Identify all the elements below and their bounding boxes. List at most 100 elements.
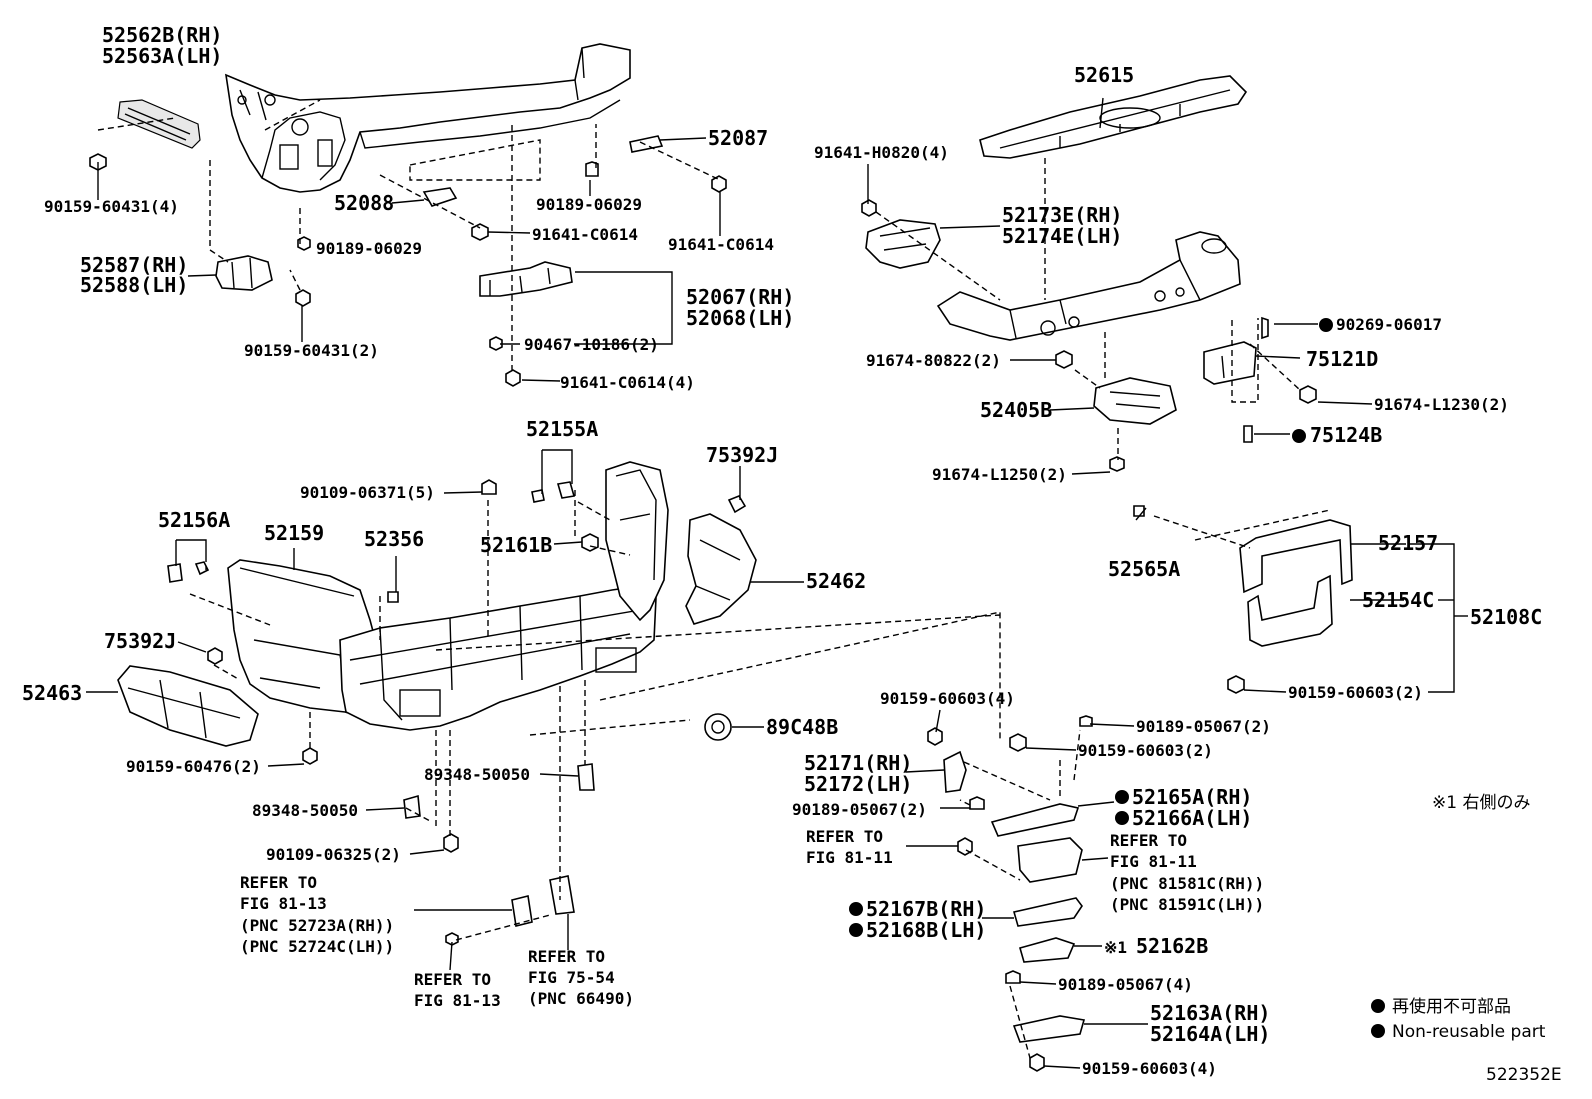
label-52563a: 52563A(LH) xyxy=(102,44,222,68)
label-note1-mark: ※1 xyxy=(1104,938,1127,957)
label-91674-80822: 91674-80822(2) xyxy=(866,351,1001,370)
legend-text-ja: 再使用不可部品 xyxy=(1392,996,1511,1017)
label-refer-75-54-1: REFER TO xyxy=(528,947,605,966)
label-52615: 52615 xyxy=(1074,63,1134,87)
label-52172: 52172(LH) xyxy=(804,772,912,796)
label-refer-81-13-b1: REFER TO xyxy=(414,970,491,989)
label-91641-c0614-a: 91641-C0614 xyxy=(532,225,638,244)
label-90189-05067-4: 90189-05067(4) xyxy=(1058,975,1193,994)
label-90189-06029-b: 90189-06029 xyxy=(536,195,642,214)
label-refer-81-11-b2: FIG 81-11 xyxy=(1110,852,1197,871)
bumper-body-drawing xyxy=(339,461,669,731)
label-90159-60603-2-a: 90159-60603(2) xyxy=(1288,683,1423,702)
label-refer-81-13-b2: FIG 81-13 xyxy=(414,991,501,1010)
label-52462: 52462 xyxy=(806,569,866,593)
label-89348-50050-a: 89348-50050 xyxy=(424,765,530,784)
label-pnc-66490: (PNC 66490) xyxy=(528,989,634,1008)
label-75121d: 75121D xyxy=(1306,347,1378,371)
label-90109-06325: 90109-06325(2) xyxy=(266,845,401,864)
label-refer-81-11-a1: REFER TO xyxy=(806,827,883,846)
label-91674-l1230: 91674-L1230(2) xyxy=(1374,395,1509,414)
label-52565a: 52565A xyxy=(1108,557,1180,581)
part-89c48b-drawing xyxy=(704,713,732,741)
label-91674-l1250: 91674-L1250(2) xyxy=(932,465,1067,484)
non-reusable-markers xyxy=(849,318,1385,1038)
part-52067-drawing xyxy=(479,261,573,297)
dot-52166a xyxy=(1115,811,1129,825)
label-52067: 52067(RH) xyxy=(686,285,794,309)
label-pnc-52723a: (PNC 52723A(RH)) xyxy=(240,916,394,935)
label-52588: 52588(LH) xyxy=(80,273,188,297)
label-90159-60603-4-a: 90159-60603(4) xyxy=(880,689,1015,708)
label-refer-81-13-a2: FIG 81-13 xyxy=(240,894,327,913)
label-90159-60431-2: 90159-60431(2) xyxy=(244,341,379,360)
corner-pieces-drawing xyxy=(117,513,757,747)
label-91641-h0820: 91641-H0820(4) xyxy=(814,143,949,162)
label-52165a: 52165A(RH) xyxy=(1132,785,1252,809)
label-pnc-81591c: (PNC 81591C(LH)) xyxy=(1110,895,1264,914)
lower-bracket-drawings xyxy=(943,750,1086,1043)
lower-left-small-parts xyxy=(167,481,1145,927)
label-90189-05067-2-a: 90189-05067(2) xyxy=(1136,717,1271,736)
dot-52165a xyxy=(1115,790,1129,804)
label-refer-81-13-a1: REFER TO xyxy=(240,873,317,892)
label-pnc-81581c: (PNC 81581C(RH)) xyxy=(1110,874,1264,893)
label-52163a: 52163A(RH) xyxy=(1150,1001,1270,1025)
label-refer-81-11-b1: REFER TO xyxy=(1110,831,1187,850)
part-52615-drawing xyxy=(979,75,1248,159)
part-52405b-drawing xyxy=(936,231,1241,425)
label-52156a: 52156A xyxy=(158,508,230,532)
label-52166a: 52166A(LH) xyxy=(1132,806,1252,830)
label-refer-75-54-2: FIG 75-54 xyxy=(528,968,615,987)
legend-dot-ja xyxy=(1371,999,1385,1013)
label-90159-60431-4: 90159-60431(4) xyxy=(44,197,179,216)
leader-lines xyxy=(86,97,1468,1069)
label-89c48b: 89C48B xyxy=(766,715,838,739)
dot-52168b xyxy=(849,923,863,937)
part-75121d-drawing xyxy=(1203,341,1257,385)
label-52155a: 52155A xyxy=(526,417,598,441)
label-75392j-b: 75392J xyxy=(104,629,176,653)
label-90467-10186: 90467-10186(2) xyxy=(524,335,659,354)
label-90109-06371: 90109-06371(5) xyxy=(300,483,435,502)
label-52356: 52356 xyxy=(364,527,424,551)
label-52174e: 52174E(LH) xyxy=(1002,224,1122,248)
label-52154c: 52154C xyxy=(1362,588,1434,612)
label-52108c: 52108C xyxy=(1470,605,1542,629)
label-90159-60603-2-b: 90159-60603(2) xyxy=(1078,741,1213,760)
label-52087: 52087 xyxy=(708,126,768,150)
legend-dot-en xyxy=(1371,1024,1385,1038)
label-52088: 52088 xyxy=(334,191,394,215)
label-52463: 52463 xyxy=(22,681,82,705)
label-90269-06017: 90269-06017 xyxy=(1336,315,1442,334)
label-52157: 52157 xyxy=(1378,531,1438,555)
label-52167b: 52167B(RH) xyxy=(866,897,986,921)
part-52173e-drawing xyxy=(865,219,941,269)
label-52405b: 52405B xyxy=(980,398,1052,422)
label-90189-05067-2-b: 90189-05067(2) xyxy=(792,800,927,819)
label-52159: 52159 xyxy=(264,521,324,545)
label-91641-c0614-4: 91641-C0614(4) xyxy=(560,373,695,392)
dot-75124b xyxy=(1292,429,1306,443)
label-91641-c0614-b: 91641-C0614 xyxy=(668,235,774,254)
part-52587-drawing xyxy=(215,255,273,291)
figure-code: 522352E xyxy=(1486,1065,1562,1085)
label-pnc-52724c: (PNC 52724C(LH)) xyxy=(240,937,394,956)
labels: 52562B(RH) 52563A(LH) 90159-60431(4) 520… xyxy=(22,23,1562,1085)
label-refer-81-11-a2: FIG 81-11 xyxy=(806,848,893,867)
label-89348-50050-b: 89348-50050 xyxy=(252,801,358,820)
hitch-cover-drawing xyxy=(1239,519,1353,647)
label-52168b: 52168B(LH) xyxy=(866,918,986,942)
label-52587: 52587(RH) xyxy=(80,253,188,277)
label-90189-06029-a: 90189-06029 xyxy=(316,239,422,258)
label-52162b: 52162B xyxy=(1136,934,1208,958)
label-52068: 52068(LH) xyxy=(686,306,794,330)
label-90159-60476: 90159-60476(2) xyxy=(126,757,261,776)
label-90159-60603-4-b: 90159-60603(4) xyxy=(1082,1059,1217,1078)
label-52164a: 52164A(LH) xyxy=(1150,1022,1270,1046)
label-52562b: 52562B(RH) xyxy=(102,23,222,47)
clip-drawings xyxy=(422,135,664,207)
label-75392j-a: 75392J xyxy=(706,443,778,467)
